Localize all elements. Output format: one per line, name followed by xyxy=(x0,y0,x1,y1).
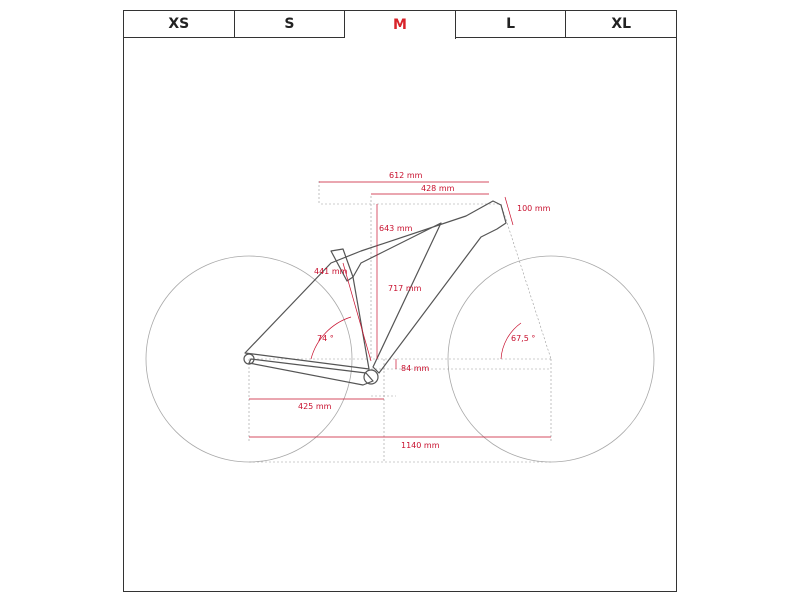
tab-size-xl[interactable]: XL xyxy=(566,11,676,38)
dim-head-angle: 67,5 ° xyxy=(511,334,535,343)
dim-100: 100 mm xyxy=(517,204,551,213)
dim-428: 428 mm xyxy=(421,184,455,193)
tab-size-xs[interactable]: XS xyxy=(124,11,235,38)
dim-612: 612 mm xyxy=(389,171,423,180)
dim-717: 717 mm xyxy=(388,284,422,293)
reference-lines xyxy=(248,181,552,463)
bike-geometry-diagram: 612 mm 428 mm 100 mm 643 mm 441 mm 717 m… xyxy=(145,171,655,463)
bike-frame xyxy=(243,200,507,386)
dim-441: 441 mm xyxy=(314,267,348,276)
dim-643: 643 mm xyxy=(379,224,413,233)
dim-425: 425 mm xyxy=(298,402,332,411)
dim-1140: 1140 mm xyxy=(401,441,440,450)
tab-size-m[interactable]: M xyxy=(345,11,456,39)
dimension-lines xyxy=(249,181,551,438)
dim-84: 84 mm xyxy=(401,364,430,373)
size-tabs: XS S M L XL xyxy=(124,11,676,39)
tab-size-l[interactable]: L xyxy=(455,11,567,38)
tab-size-s[interactable]: S xyxy=(234,11,346,38)
dim-seat-angle: 74 ° xyxy=(317,334,334,343)
geometry-panel: XS S M L XL xyxy=(123,10,677,592)
